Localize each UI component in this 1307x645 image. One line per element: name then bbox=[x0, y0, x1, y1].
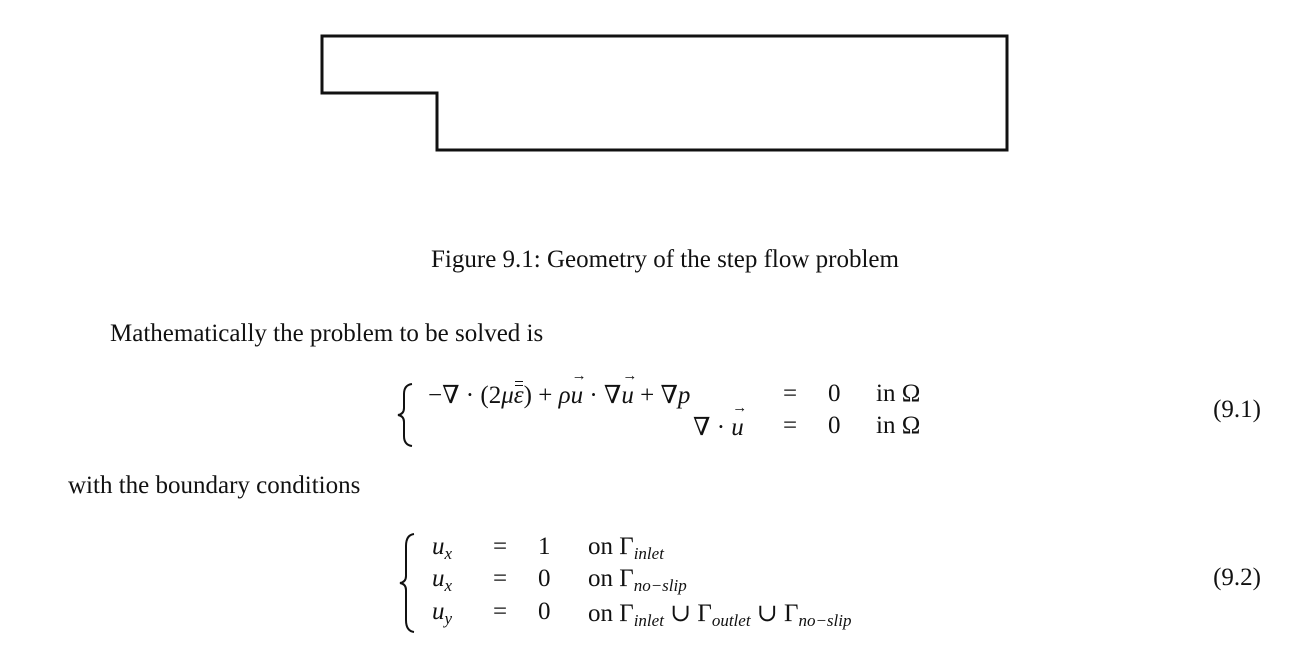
left-brace-icon bbox=[399, 533, 415, 633]
eq2-row2-value: 0 bbox=[538, 565, 551, 592]
eq1-row1-equals: = bbox=[782, 380, 798, 407]
step-domain-outline bbox=[320, 34, 1009, 152]
left-brace-icon bbox=[397, 383, 413, 447]
eq2-row2-condition: on Γno−slip bbox=[588, 565, 687, 595]
eq2-row1-equals: = bbox=[492, 533, 508, 560]
equation-number-9-1: (9.1) bbox=[1213, 396, 1261, 423]
eq2-row1-lhs: ux bbox=[432, 533, 453, 563]
figure-caption: Figure 9.1: Geometry of the step flow pr… bbox=[431, 246, 899, 273]
eq2-row1-value: 1 bbox=[538, 533, 551, 560]
boundary-conditions-paragraph: with the boundary conditions bbox=[68, 472, 361, 499]
eq1-row1-lhs: −∇ · (2με) + ρu · ∇u + ∇p bbox=[428, 368, 690, 410]
eq2-row1-condition: on Γinlet bbox=[588, 533, 664, 563]
eq1-row1-domain: in Ω bbox=[876, 380, 921, 407]
eq1-row2-equals: = bbox=[782, 412, 798, 439]
eq1-row2-value: 0 bbox=[828, 412, 841, 439]
eq1-row2-lhs: ∇ · u bbox=[693, 400, 747, 442]
eq1-row1-value: 0 bbox=[828, 380, 841, 407]
intro-paragraph: Mathematically the problem to be solved … bbox=[110, 320, 544, 347]
eq2-row3-lhs: uy bbox=[432, 598, 453, 628]
eq2-row3-condition: on Γinlet ∪ Γoutlet ∪ Γno−slip bbox=[588, 600, 852, 630]
equation-number-9-2: (9.2) bbox=[1213, 564, 1261, 591]
eq2-row2-equals: = bbox=[492, 565, 508, 592]
eq2-row2-lhs: ux bbox=[432, 565, 453, 595]
eq2-row3-value: 0 bbox=[538, 598, 551, 625]
step-geometry-figure bbox=[320, 34, 1009, 152]
eq2-row3-equals: = bbox=[492, 598, 508, 625]
eq1-row2-domain: in Ω bbox=[876, 412, 921, 439]
